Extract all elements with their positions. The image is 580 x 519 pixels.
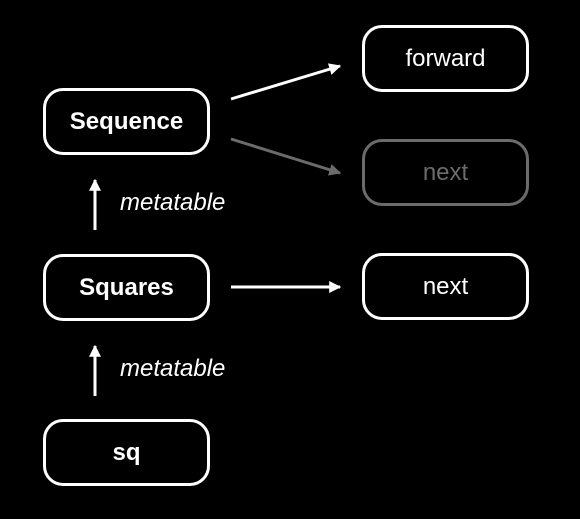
node-next-dimmed-label: next xyxy=(422,158,469,186)
arrow-sequence-to-forward xyxy=(230,63,342,101)
node-next: next xyxy=(362,253,529,320)
node-next-label: next xyxy=(422,272,469,300)
node-sequence-label: Sequence xyxy=(69,107,184,135)
edge-label-metatable-lower: metatable xyxy=(120,355,226,382)
edge-label-metatable-upper: metatable xyxy=(120,189,226,216)
node-squares: Squares xyxy=(43,254,210,321)
node-next-dimmed: next xyxy=(362,139,529,206)
node-forward: forward xyxy=(362,25,529,92)
node-sq: sq xyxy=(43,419,210,486)
node-sq-label: sq xyxy=(112,438,141,466)
node-forward-label: forward xyxy=(405,44,486,72)
node-sequence: Sequence xyxy=(43,88,210,155)
node-squares-label: Squares xyxy=(79,273,174,301)
arrow-sequence-to-next-dim xyxy=(230,137,342,176)
